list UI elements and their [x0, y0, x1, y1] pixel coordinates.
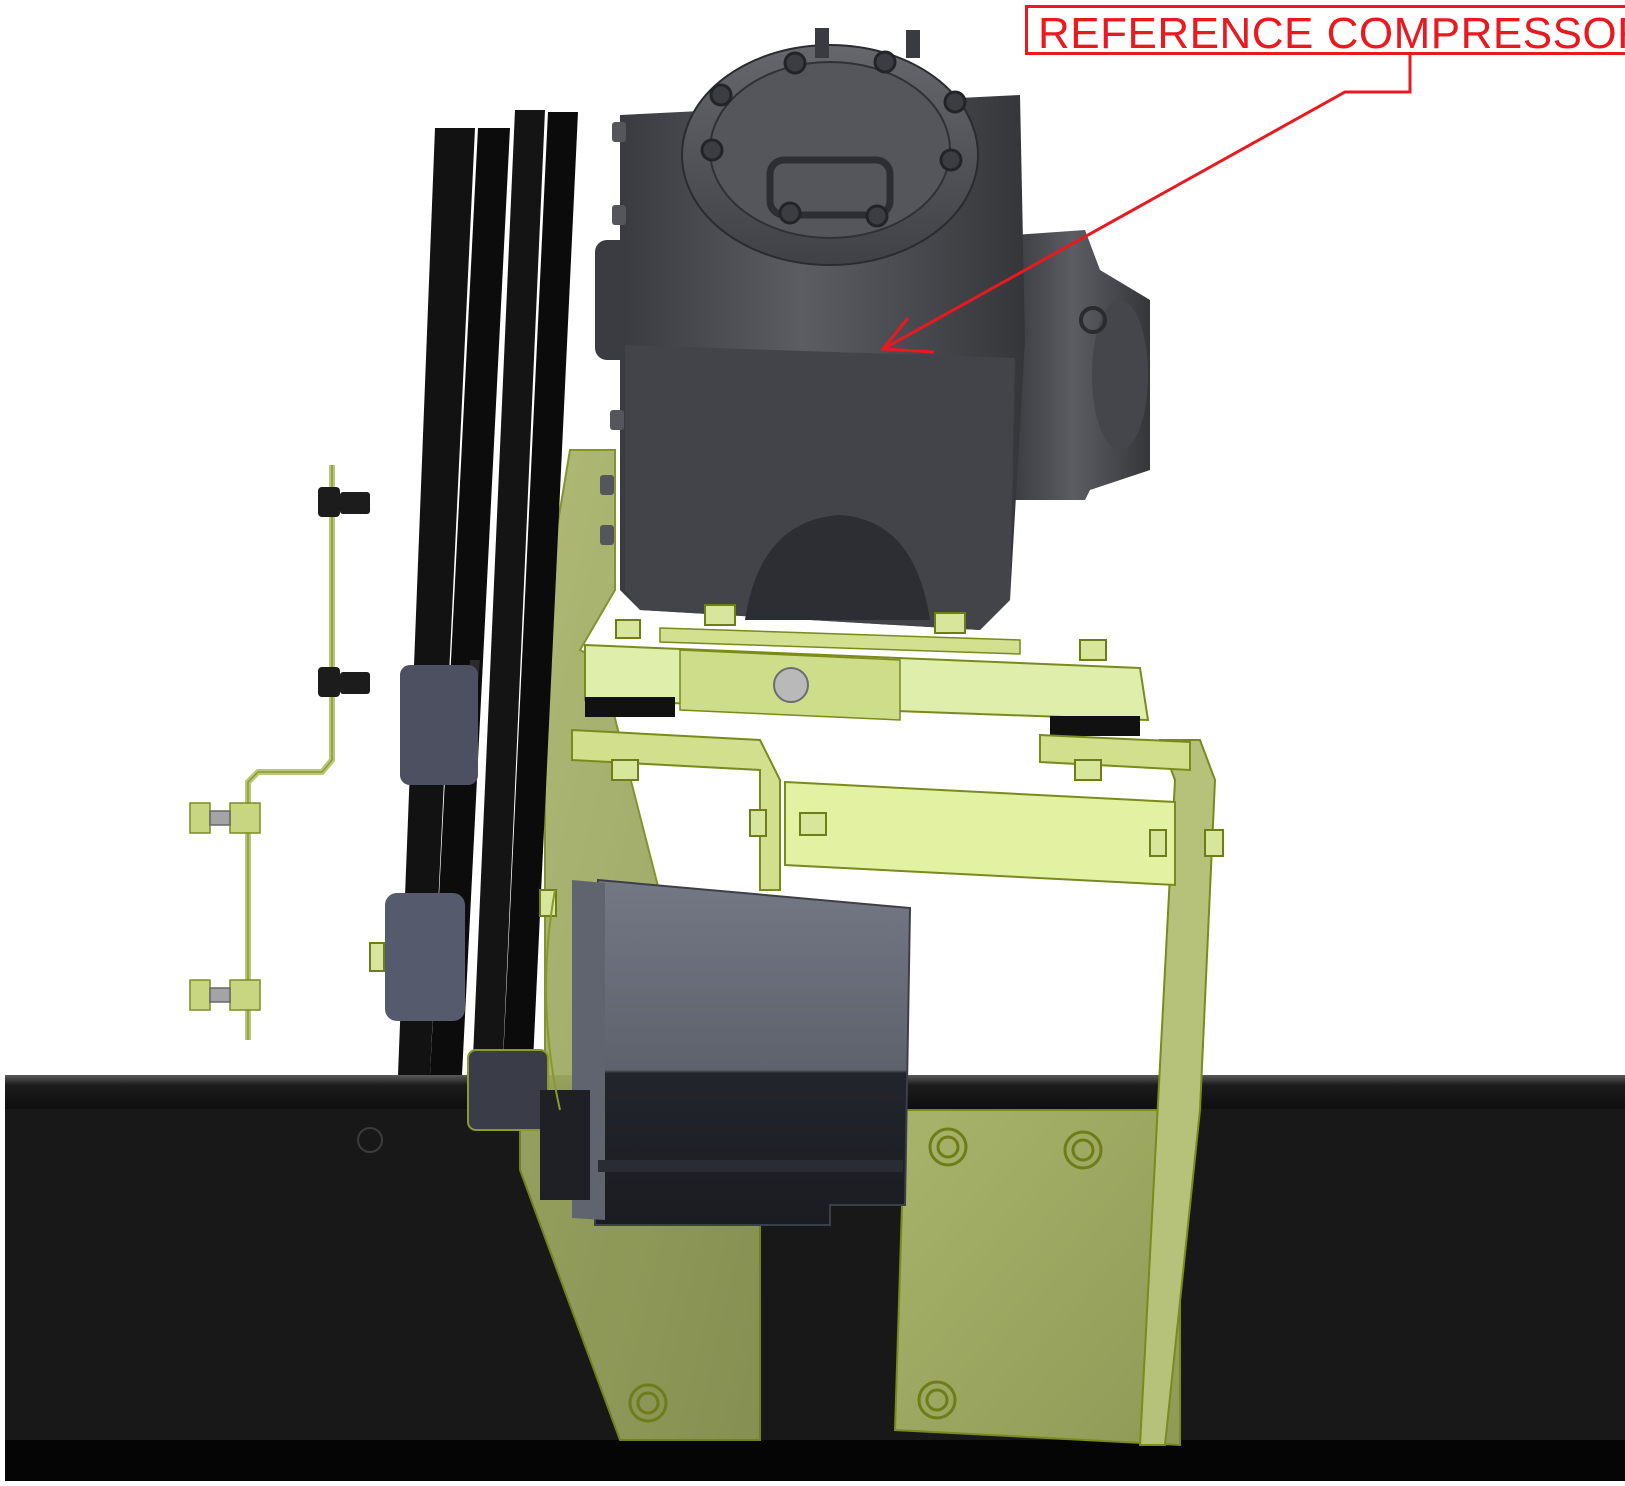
wire-rod-bracket [189, 465, 370, 1040]
motor-block [540, 878, 912, 1226]
callout-leader [880, 55, 1412, 354]
compressor-body [595, 28, 1150, 630]
callout-label: REFERENCE COMPRESSOR [1038, 9, 1625, 55]
belt-pulley [385, 110, 578, 1131]
callout-label-box: REFERENCE COMPRESSOR [1025, 5, 1625, 55]
upper-mount [369, 604, 1224, 972]
